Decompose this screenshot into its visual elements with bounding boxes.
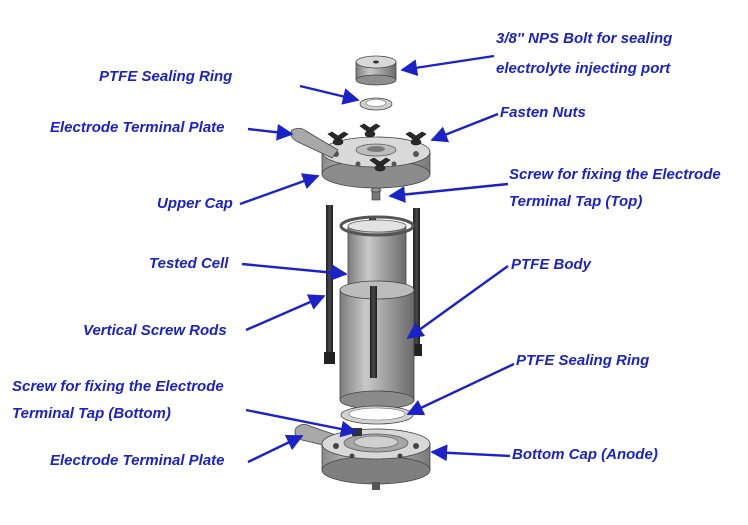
label-terminal-plate-top: Electrode Terminal Plate [50, 119, 225, 136]
upper-cap [321, 136, 431, 189]
label-bolt-line1: 3/8'' NPS Bolt for sealing [496, 30, 673, 47]
screw-top [370, 187, 382, 201]
label-tested-cell: Tested Cell [149, 255, 229, 272]
label-screw-top-line2: Terminal Tap (Top) [509, 193, 643, 210]
bottom-cap [321, 428, 431, 490]
ptfe-body [339, 280, 415, 410]
label-screw-bottom-line2: Terminal Tap (Bottom) [12, 405, 171, 422]
label-ptfe-ring-top: PTFE Sealing Ring [99, 68, 233, 85]
leader-arrows [239, 54, 515, 464]
label-upper-cap: Upper Cap [157, 195, 233, 212]
label-terminal-plate-bottom: Electrode Terminal Plate [50, 452, 225, 469]
label-fasten-nuts: Fasten Nuts [500, 104, 586, 121]
label-ptfe-body: PTFE Body [511, 256, 592, 273]
fasten-nuts [327, 123, 427, 172]
label-screw-bottom-line1: Screw for fixing the Electrode [12, 378, 224, 395]
ptfe-ring-bottom [340, 405, 414, 425]
label-ptfe-ring-bottom: PTFE Sealing Ring [516, 352, 650, 369]
label-bolt-line2: electrolyte injecting port [496, 60, 671, 77]
tested-cell [339, 215, 415, 287]
label-screw-top-line1: Screw for fixing the Electrode [509, 166, 721, 183]
label-vertical-rods: Vertical Screw Rods [83, 322, 227, 339]
nps-bolt [355, 55, 397, 86]
label-bottom-cap: Bottom Cap (Anode) [512, 446, 658, 463]
ptfe-ring-top [359, 97, 393, 111]
